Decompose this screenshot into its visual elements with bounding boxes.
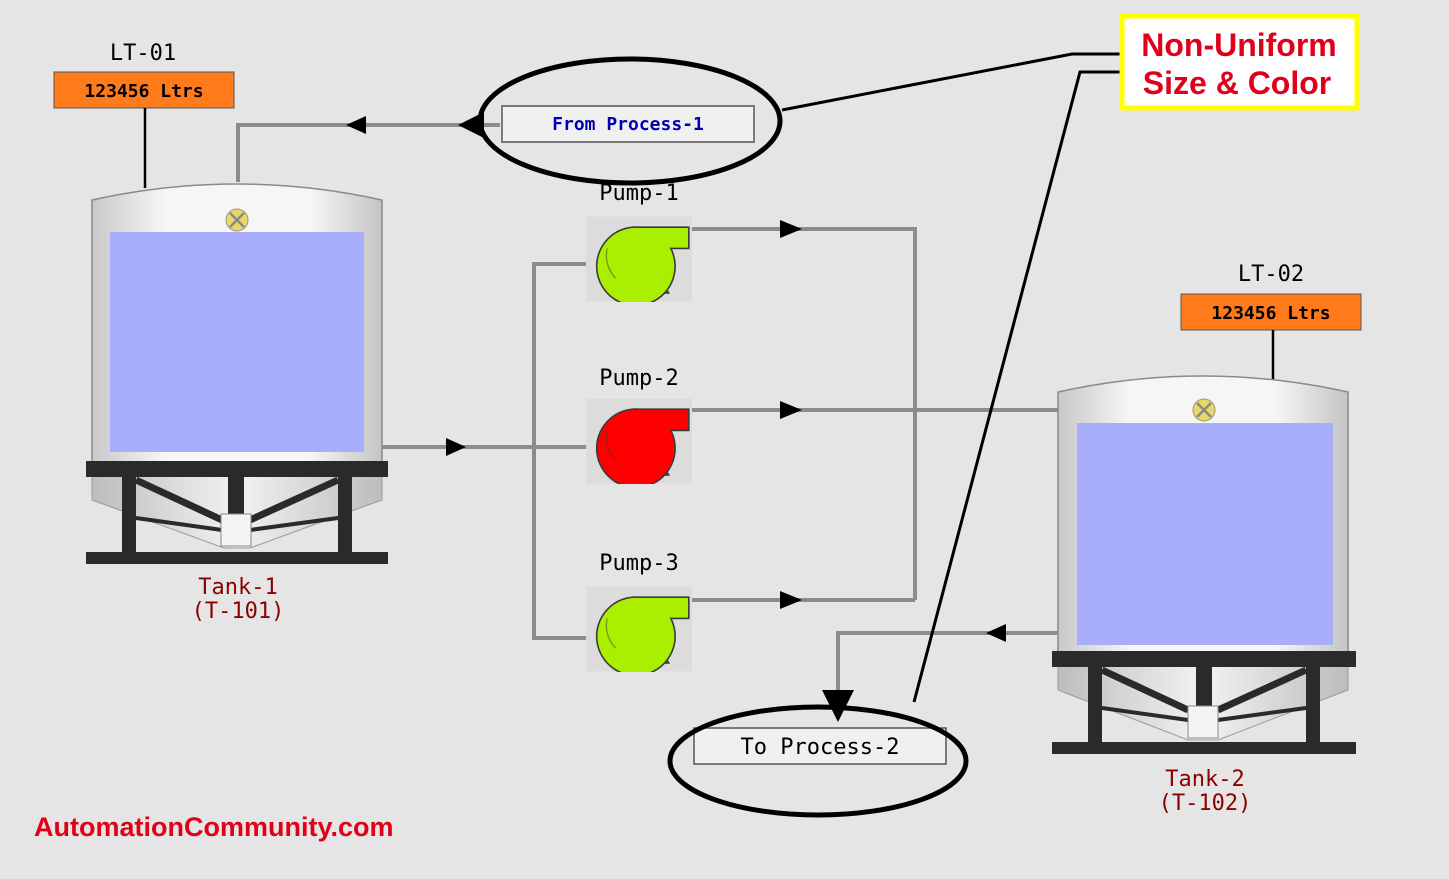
pump3-label: Pump-3	[599, 551, 678, 576]
tank2-brace	[1216, 666, 1308, 714]
flow-arrows	[346, 112, 1006, 722]
pump2-label: Pump-2	[599, 366, 678, 391]
tank-1[interactable]: LT-01 123456 Ltrs Tank-1 (T-101)	[53, 41, 388, 624]
from-process-label: From Process-1	[552, 114, 704, 135]
pipe-to-process-2	[836, 631, 1062, 690]
annotation-line-1: Non-Uniform	[1141, 27, 1337, 63]
tank1-level-box	[53, 71, 235, 109]
from-process-box	[501, 105, 755, 143]
tank1-nozzle-cross	[229, 212, 245, 228]
pump-1[interactable]: Pump-1	[586, 181, 692, 306]
tank2-name: Tank-2	[1165, 767, 1244, 792]
tank1-leg	[122, 477, 136, 557]
tank1-tag-label: LT-01	[110, 41, 176, 66]
arrow-left-icon	[986, 624, 1006, 642]
arrow-right-icon	[780, 591, 802, 609]
tank2-liquid	[1077, 423, 1333, 645]
pump2-icon	[586, 398, 692, 484]
pipe-suction-manifold	[532, 262, 600, 640]
arrow-right-icon	[780, 401, 802, 419]
highlight-ellipse-to-process	[667, 704, 969, 818]
to-process-label: To Process-2	[741, 735, 900, 760]
tank1-leg	[228, 477, 244, 517]
annotation-line-2: Size & Color	[1143, 65, 1331, 101]
tank1-level-value: 123456 Ltrs	[84, 81, 203, 102]
tank1-brace	[249, 516, 339, 532]
tank1-leg	[338, 477, 352, 557]
tank1-name: Tank-1	[198, 575, 277, 600]
arrow-right-icon	[780, 220, 802, 238]
pipe-from-process-1	[236, 123, 500, 182]
tank1-stand-top	[86, 461, 388, 477]
tank1-id: (T-101)	[192, 599, 285, 624]
callout-leader-line	[912, 70, 1122, 703]
callout-leader-line	[781, 52, 1122, 112]
tank1-brace	[248, 476, 340, 524]
watermark-text: AutomationCommunity.com	[34, 812, 394, 842]
pump-2[interactable]: Pump-2	[586, 366, 692, 488]
tank1-outlet-valve	[220, 513, 252, 547]
tank-2[interactable]: LT-02 123456 Ltrs Tank-2 (T-102)	[1052, 262, 1362, 816]
pump1-icon	[586, 216, 692, 302]
arrow-left-icon	[458, 112, 484, 138]
tank2-level-value: 123456 Ltrs	[1211, 303, 1330, 324]
pump3-icon	[586, 586, 692, 672]
annotation-box	[1119, 13, 1360, 111]
tank1-base	[86, 552, 388, 564]
tank1-liquid	[110, 232, 364, 452]
arrow-left-icon	[346, 116, 366, 134]
highlight-ellipse-from-process	[477, 56, 783, 186]
tank2-stand-top	[1052, 651, 1356, 667]
tank2-outlet-valve	[1187, 705, 1219, 739]
tank2-base	[1052, 742, 1356, 754]
from-process-1[interactable]: From Process-1	[501, 105, 755, 143]
tank2-level-box	[1180, 293, 1362, 331]
tank2-id: (T-102)	[1159, 791, 1252, 816]
tank2-brace	[1217, 706, 1307, 722]
tank2-brace	[1101, 706, 1189, 722]
to-process-box	[693, 727, 947, 765]
arrow-right-icon	[446, 438, 466, 456]
to-process-2[interactable]: To Process-2	[693, 727, 947, 765]
pump-3[interactable]: Pump-3	[586, 551, 692, 676]
tank2-leg	[1088, 667, 1102, 747]
tank2-nozzle-cross	[1196, 402, 1212, 418]
pipe-discharge-pump1	[688, 227, 917, 600]
tank2-leg	[1306, 667, 1320, 747]
tank2-leg	[1196, 667, 1212, 707]
tank2-brace	[1100, 666, 1190, 714]
tank1-brace	[134, 476, 224, 524]
tank2-tag-label: LT-02	[1238, 262, 1304, 287]
annotation-callout: Non-Uniform Size & Color	[477, 13, 1360, 818]
tank1-brace	[135, 516, 223, 532]
